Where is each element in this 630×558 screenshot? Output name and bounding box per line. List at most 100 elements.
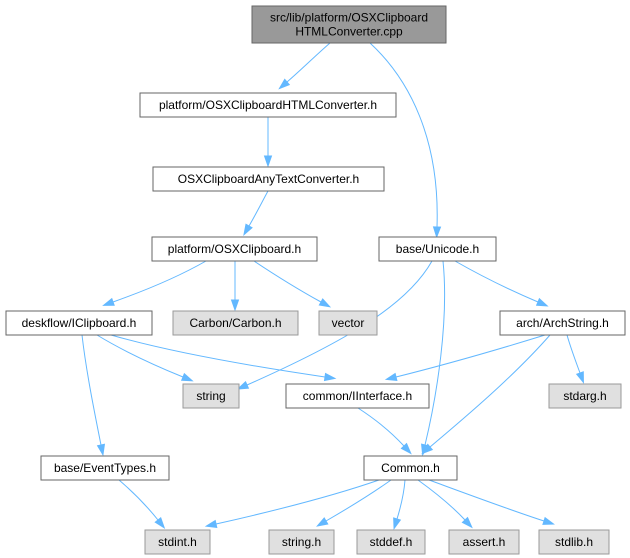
edge-archstring-to-stdarg xyxy=(566,334,584,384)
arrowhead xyxy=(96,443,106,457)
node-label: HTMLConverter.cpp xyxy=(295,25,403,39)
node-osxclip[interactable]: platform/OSXClipboard.h xyxy=(151,236,318,262)
arrowhead xyxy=(316,517,329,527)
edge-iclipboard-to-string xyxy=(96,334,194,382)
edge-archstring-to-common xyxy=(421,334,551,455)
node-stdlib: stdlib.h xyxy=(538,529,610,555)
node-box xyxy=(548,383,622,409)
node-box xyxy=(144,529,211,555)
node-iclipboard[interactable]: deskflow/IClipboard.h xyxy=(5,310,153,336)
edge-common-to-assert xyxy=(417,479,473,529)
node-common[interactable]: Common.h xyxy=(363,455,458,481)
node-box xyxy=(151,236,318,262)
node-anytext[interactable]: OSXClipboardAnyTextConverter.h xyxy=(152,166,385,192)
node-carbon: Carbon/Carbon.h xyxy=(172,310,299,336)
edge-archstring-to-iinterface xyxy=(384,334,546,381)
node-box xyxy=(172,310,299,336)
node-htmlconv[interactable]: platform/OSXClipboardHTMLConverter.h xyxy=(139,92,397,118)
arrowhead xyxy=(421,443,434,455)
node-box xyxy=(5,310,153,336)
node-unicode[interactable]: base/Unicode.h xyxy=(378,236,497,262)
arrowhead xyxy=(461,516,473,529)
node-label: Carbon/Carbon.h xyxy=(189,316,281,330)
arrowhead xyxy=(400,442,412,455)
node-box xyxy=(378,236,497,262)
node-iinterface[interactable]: common/IInterface.h xyxy=(285,383,430,409)
edge-common-to-stdint xyxy=(204,479,380,528)
node-label: stddef.h xyxy=(370,535,413,549)
arrowhead xyxy=(318,298,332,308)
node-label: deskflow/IClipboard.h xyxy=(22,316,137,330)
node-box xyxy=(356,529,426,555)
node-string: string xyxy=(182,383,240,409)
arrowhead xyxy=(180,372,194,382)
arrowhead xyxy=(154,516,166,529)
node-box xyxy=(285,383,430,409)
edge-unicode-to-common xyxy=(421,260,446,457)
node-label: common/IInterface.h xyxy=(303,389,412,403)
node-stdint: stdint.h xyxy=(144,529,211,555)
node-label: Common.h xyxy=(381,461,440,475)
edge-eventtypes-to-stdint xyxy=(118,479,166,529)
node-box xyxy=(318,310,378,336)
node-label: vector xyxy=(332,316,365,330)
node-box xyxy=(363,455,458,481)
arrowhead xyxy=(278,78,291,90)
node-box xyxy=(268,529,335,555)
arrowhead xyxy=(542,516,555,525)
node-box xyxy=(251,5,447,44)
node-box xyxy=(182,383,240,409)
arrowhead xyxy=(102,297,115,306)
edge-iclipboard-to-eventtypes xyxy=(81,334,106,457)
edge-common-to-stringh xyxy=(316,479,392,527)
node-label: assert.h xyxy=(463,535,506,549)
edge-main-to-unicode xyxy=(369,42,442,239)
arrowhead xyxy=(323,372,337,382)
edge-htmlconv-to-anytext xyxy=(263,117,273,168)
arrowhead xyxy=(535,297,549,307)
arrowhead xyxy=(263,155,273,168)
node-label: string xyxy=(196,389,225,403)
node-box xyxy=(152,166,385,192)
arrowhead xyxy=(230,299,240,312)
arrowhead xyxy=(243,223,253,236)
edge-iclipboard-to-iinterface xyxy=(110,334,337,382)
edge-iinterface-to-common xyxy=(357,407,412,455)
node-label: stdarg.h xyxy=(563,389,606,403)
arrowhead xyxy=(432,226,442,239)
node-box xyxy=(499,310,626,336)
edge-osxclip-to-carbon xyxy=(230,261,240,312)
edge-osxclip-to-iclipboard xyxy=(102,260,207,306)
node-label: base/EventTypes.h xyxy=(54,461,156,475)
node-label: platform/OSXClipboard.h xyxy=(168,242,301,256)
arrowhead xyxy=(393,517,402,531)
node-label: string.h xyxy=(282,535,321,549)
edge-common-to-stdlib xyxy=(428,479,555,525)
edge-anytext-to-osxclip xyxy=(243,190,269,236)
arrowhead xyxy=(384,372,398,381)
node-vector: vector xyxy=(318,310,378,336)
node-box xyxy=(139,92,397,118)
node-label: OSXClipboardAnyTextConverter.h xyxy=(178,172,359,186)
node-label: stdint.h xyxy=(158,535,197,549)
arrowhead xyxy=(236,380,250,390)
node-label: stdlib.h xyxy=(555,535,593,549)
edge-main-to-htmlconv xyxy=(278,42,331,90)
arrowhead xyxy=(204,519,218,528)
edge-common-to-stddef xyxy=(393,479,406,531)
node-label: base/Unicode.h xyxy=(396,242,479,256)
node-archstring[interactable]: arch/ArchString.h xyxy=(499,310,626,336)
node-label: src/lib/platform/OSXClipboard xyxy=(270,11,428,25)
edge-unicode-to-archstring xyxy=(454,260,549,307)
node-main[interactable]: src/lib/platform/OSXClipboardHTMLConvert… xyxy=(251,5,447,44)
node-stringh: string.h xyxy=(268,529,335,555)
node-box xyxy=(538,529,610,555)
node-stddef: stddef.h xyxy=(356,529,426,555)
node-label: platform/OSXClipboardHTMLConverter.h xyxy=(159,98,377,112)
node-label: arch/ArchString.h xyxy=(516,316,609,330)
node-box xyxy=(448,529,520,555)
edge-osxclip-to-vector xyxy=(253,260,332,308)
arrowhead xyxy=(575,371,584,384)
node-eventtypes[interactable]: base/EventTypes.h xyxy=(40,455,170,481)
